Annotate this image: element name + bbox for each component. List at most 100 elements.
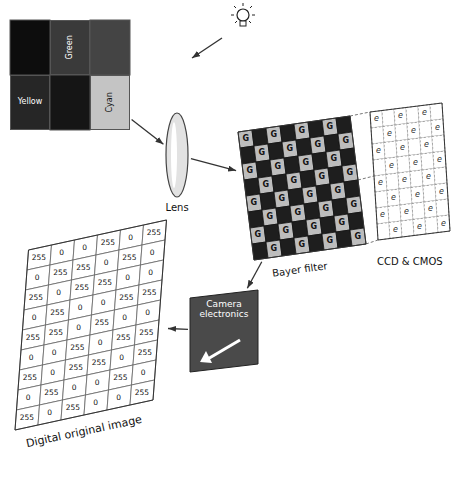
charge-symbol: e [441, 220, 446, 228]
charge-symbol: e [439, 188, 444, 196]
pixel-value: 255 [23, 374, 37, 382]
charge-symbol: e [374, 115, 379, 123]
grid-cell [411, 186, 424, 204]
filter-letter: G [327, 237, 334, 245]
grid-cell [280, 238, 296, 256]
pixel-value: 0 [98, 339, 103, 347]
grid-cell [276, 206, 292, 224]
grid-cell [424, 201, 437, 219]
filter-letter: G [251, 199, 258, 207]
grid-outline [370, 103, 450, 240]
grid-cell [320, 216, 336, 234]
pixel-value: 255 [119, 294, 133, 302]
pixel-value: 255 [26, 334, 40, 342]
image-square: Green [50, 20, 90, 75]
charge-symbol: e [413, 159, 418, 167]
grid-outline [238, 116, 366, 260]
filter-letter: G [283, 227, 290, 235]
image-square [10, 20, 50, 75]
charge-symbol: e [391, 194, 396, 202]
pixel-value: 255 [49, 329, 63, 337]
filter-letter: G [347, 169, 354, 177]
pixel-value: 0 [50, 369, 55, 377]
pixel-value: 0 [104, 259, 109, 267]
grid-cell [395, 124, 408, 142]
pixel-value: 0 [26, 394, 31, 402]
pixel-value: 255 [75, 284, 89, 292]
charge-symbol: e [376, 147, 381, 155]
pixel-value: 255 [116, 334, 130, 342]
digital-image-grid: Digital original image [15, 220, 167, 430]
grid-cell [284, 156, 300, 174]
grid-cell [61, 395, 86, 420]
charge-symbol: e [417, 223, 422, 231]
filter-letter: G [271, 245, 278, 253]
color-label: Green [66, 35, 75, 59]
grid-cell [435, 183, 448, 201]
grid-cell [340, 148, 356, 166]
grid-cell [375, 191, 388, 209]
grid-cell [274, 190, 290, 208]
grid-cell [310, 136, 326, 154]
grid-cell [370, 111, 383, 129]
charge-symbol: e [428, 205, 433, 213]
charge-symbol: e [387, 130, 392, 138]
bulb-ray [252, 15, 255, 16]
grid-cell [242, 162, 258, 180]
node-shape [15, 220, 167, 430]
grid-cell [286, 172, 302, 190]
grid-cell [84, 390, 109, 415]
filter-letter: G [287, 145, 294, 153]
filter-letter: G [267, 213, 274, 221]
light-bulb [231, 3, 255, 26]
grid-cell [373, 159, 386, 177]
grid-cell [334, 214, 350, 232]
filter-letter: G [243, 135, 250, 143]
projection-line [350, 112, 370, 116]
pixel-value: 0 [52, 349, 57, 357]
lens-highlight [171, 122, 177, 188]
grid-cell [377, 223, 390, 241]
filter-letter: G [311, 223, 318, 231]
part-label: Lens [166, 202, 189, 213]
pixel-value: 255 [142, 289, 156, 297]
grid-cell [371, 127, 384, 145]
charge-symbol: e [424, 141, 429, 149]
filter-letter: G [259, 149, 266, 157]
charge-symbol: e [411, 127, 416, 135]
pixel-value: 255 [147, 229, 161, 237]
flow-arrow [247, 262, 261, 288]
pixel-value: 255 [53, 269, 67, 277]
image-square: Yellow [10, 75, 50, 130]
grid-cell [256, 160, 272, 178]
lens-shape [166, 113, 188, 197]
grid-cell [322, 118, 338, 136]
image-square: Cyan [90, 75, 130, 130]
grid-cell [246, 194, 262, 212]
filter-letter: G [299, 241, 306, 249]
filter-letter: G [255, 231, 262, 239]
grid-cell [250, 226, 266, 244]
grid-cell [430, 103, 443, 121]
grid-cell [406, 106, 419, 124]
electronics-box [190, 290, 258, 372]
grid-cell [409, 154, 422, 172]
camera-electronics: Camera electronics [190, 290, 258, 372]
grid-cell [264, 224, 280, 242]
grid-cell [330, 182, 346, 200]
grid-cell [400, 204, 413, 222]
lens: Lens [165, 112, 189, 198]
pixel-value: 0 [150, 249, 155, 257]
part-label: CCD & CMOS [377, 256, 443, 267]
grid-cell [304, 202, 320, 220]
output-arrow-head [200, 351, 212, 363]
grid-cell [372, 143, 385, 161]
grid-cell [254, 144, 270, 162]
grid-cell [238, 130, 254, 148]
grid-cell [374, 175, 387, 193]
grid-cell [260, 192, 276, 210]
filter-letter: G [315, 141, 322, 149]
pixel-value: 0 [125, 274, 130, 282]
grid-cell [385, 157, 398, 175]
grid-cell [338, 132, 354, 150]
